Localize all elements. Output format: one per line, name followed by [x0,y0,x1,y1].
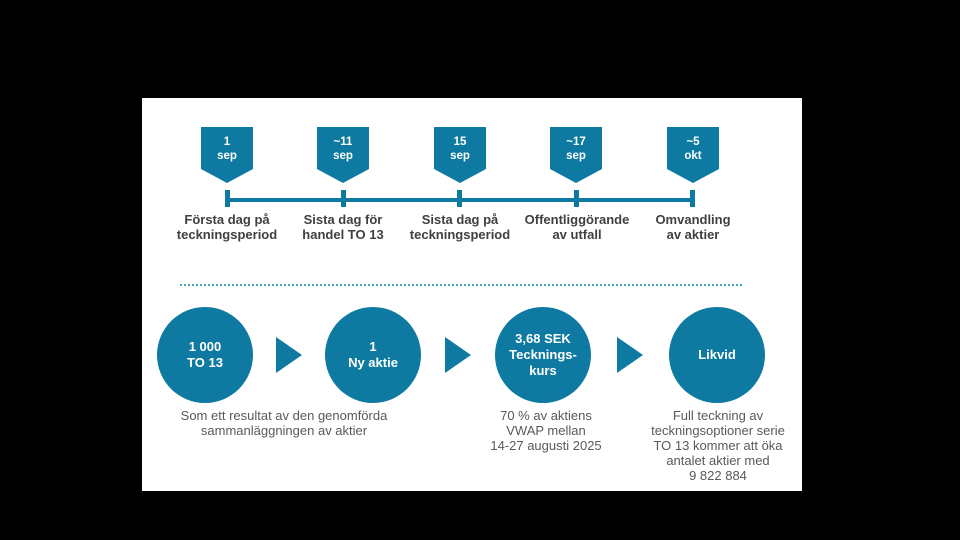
timeline-marker-1: 1 sep [201,127,253,183]
timeline-tick [225,190,230,207]
flow-circle-likvid: Likvid [669,307,765,403]
marker-date: 15 sep [450,136,470,162]
event-label-4: Offentliggörande av utfall [524,212,630,242]
caption-vwap: 70 % av aktiens VWAP mellan 14-27 august… [490,408,602,453]
flow-circle-new-share: 1 Ny aktie [325,307,421,403]
circle-label: Likvid [698,347,736,362]
dotted-divider [180,284,742,286]
timeline-marker-5: ~5 okt [667,127,719,183]
timeline-marker-3: 15 sep [434,127,486,183]
caption-consolidation: Som ett resultat av den genomförda samma… [180,408,388,438]
circle-label: 1 Ny aktie [348,339,398,370]
event-label-5: Omvandling av aktier [655,212,731,242]
circle-label: 1 000 TO 13 [187,339,223,370]
timeline-tick [574,190,579,207]
caption-full-subscription: Full teckning av teckningsoptioner serie… [651,408,785,483]
marker-date: ~17 sep [566,136,586,162]
infographic-panel: 1 sep ~11 sep 15 sep ~17 sep ~5 okt Förs… [142,98,802,491]
timeline-tick [690,190,695,207]
arrow-right-icon [445,337,471,373]
event-label-1: Första dag på teckningsperiod [176,212,278,242]
marker-date: ~11 sep [333,136,353,162]
arrow-right-icon [276,337,302,373]
timeline-tick [341,190,346,207]
timeline-tick [457,190,462,207]
event-label-2: Sista dag för handel TO 13 [302,212,384,242]
flow-circle-to13: 1 000 TO 13 [157,307,253,403]
arrow-right-icon [617,337,643,373]
marker-date: 1 sep [217,136,237,162]
marker-date: ~5 okt [684,136,702,162]
circle-label: 3,68 SEK Tecknings- kurs [509,331,577,378]
event-label-3: Sista dag på teckningsperiod [409,212,511,242]
timeline-marker-2: ~11 sep [317,127,369,183]
timeline-marker-4: ~17 sep [550,127,602,183]
flow-circle-subscription-price: 3,68 SEK Tecknings- kurs [495,307,591,403]
